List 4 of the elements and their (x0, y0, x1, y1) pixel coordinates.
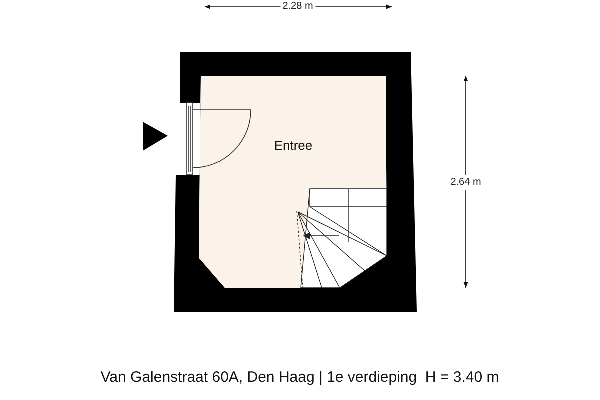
dimension-label: 2.28 m (280, 1, 316, 12)
dimension-label: 2.64 m (450, 175, 482, 190)
address-caption: Van Galenstraat 60A, Den Haag | 1e verdieping H = 3.40 m (100, 369, 500, 386)
room-label: Entree (273, 138, 314, 153)
